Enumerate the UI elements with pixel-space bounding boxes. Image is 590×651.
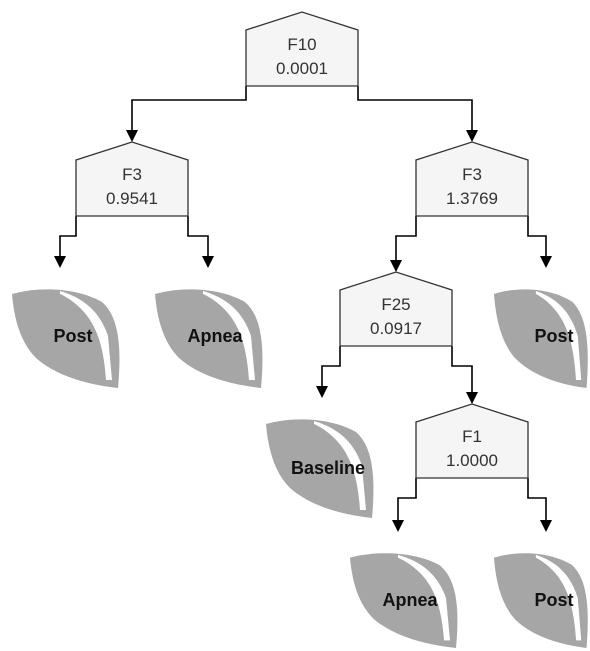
node-threshold-label: 0.9541 — [106, 189, 158, 208]
node-threshold-label: 0.0001 — [276, 59, 328, 78]
arrowhead — [540, 520, 552, 532]
leaf-node: Apnea — [155, 289, 263, 388]
leaf-class-label: Apnea — [382, 590, 438, 610]
node-feature-label: F10 — [287, 35, 316, 54]
tree-edge — [392, 478, 417, 532]
node-threshold-label: 1.0000 — [446, 451, 498, 470]
node-shape — [339, 271, 453, 347]
tree-edge — [527, 478, 552, 532]
tree-node: F1 1.0000 — [415, 403, 529, 479]
arrowhead — [466, 392, 478, 404]
leaf-icon — [350, 553, 458, 648]
node-shape — [415, 403, 529, 479]
node-feature-label: F25 — [381, 295, 410, 314]
tree-edge — [390, 216, 417, 272]
leaf-node: Post — [494, 553, 588, 648]
tree-node: F10 0.0001 — [245, 11, 359, 87]
tree-node: F3 1.3769 — [415, 141, 529, 217]
tree-node: F25 0.0917 — [339, 271, 453, 347]
tree-edge — [357, 86, 478, 142]
tree-edge — [527, 216, 552, 268]
arrowhead — [316, 386, 328, 398]
tree-edge — [316, 346, 341, 398]
arrowhead — [390, 260, 402, 272]
arrowhead — [54, 256, 66, 268]
tree-edge — [54, 216, 77, 268]
node-shape — [75, 141, 189, 217]
tree-edge — [187, 216, 214, 268]
arrowhead — [126, 130, 138, 142]
node-feature-label: F3 — [122, 165, 142, 184]
leaf-node: Apnea — [350, 553, 458, 648]
leaf-node: Post — [494, 289, 588, 388]
leaf-class-label: Post — [53, 326, 92, 346]
leaf-icon — [266, 419, 374, 518]
leaf-icon — [12, 289, 120, 388]
leaf-node: Baseline — [266, 419, 374, 518]
tree-edge — [126, 86, 247, 142]
leaf-node: Post — [12, 289, 120, 388]
leaf-class-label: Post — [534, 590, 573, 610]
tree-edge — [451, 346, 478, 404]
tree-node: F3 0.9541 — [75, 141, 189, 217]
leaf-icon — [155, 289, 263, 388]
arrowhead — [202, 256, 214, 268]
node-shape — [245, 11, 359, 87]
arrowhead — [392, 520, 404, 532]
arrowhead — [466, 130, 478, 142]
node-threshold-label: 0.0917 — [370, 319, 422, 338]
leaf-icon — [494, 553, 588, 648]
leaf-class-label: Apnea — [187, 326, 243, 346]
node-feature-label: F1 — [462, 427, 482, 446]
node-threshold-label: 1.3769 — [446, 189, 498, 208]
node-shape — [415, 141, 529, 217]
node-feature-label: F3 — [462, 165, 482, 184]
edges-layer — [54, 86, 552, 532]
leaf-class-label: Post — [534, 326, 573, 346]
leaf-icon — [494, 289, 588, 388]
arrowhead — [540, 256, 552, 268]
leaf-class-label: Baseline — [291, 458, 365, 478]
